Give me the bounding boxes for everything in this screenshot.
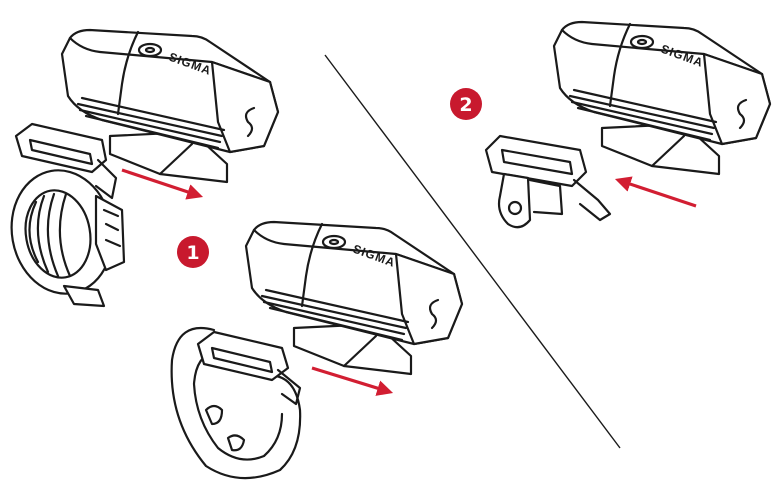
divider-line (324, 54, 621, 449)
step-2-badge: 2 (450, 88, 482, 120)
arrow-left-icon (614, 176, 697, 208)
bike-light-icon: SIGMA (60, 28, 280, 184)
bike-light-icon: SIGMA (552, 20, 772, 176)
arrow-right-icon (311, 366, 394, 396)
step-1-label: 1 (186, 242, 199, 264)
step-1-badge: 1 (177, 236, 209, 268)
rubber-strap-mount-icon (170, 326, 302, 480)
step-2-label: 2 (459, 94, 472, 116)
bike-light-icon: SIGMA (244, 220, 464, 376)
action-cam-adapter-icon (484, 134, 612, 229)
arrow-right-icon (121, 168, 204, 200)
handlebar-clamp-icon (10, 122, 126, 308)
